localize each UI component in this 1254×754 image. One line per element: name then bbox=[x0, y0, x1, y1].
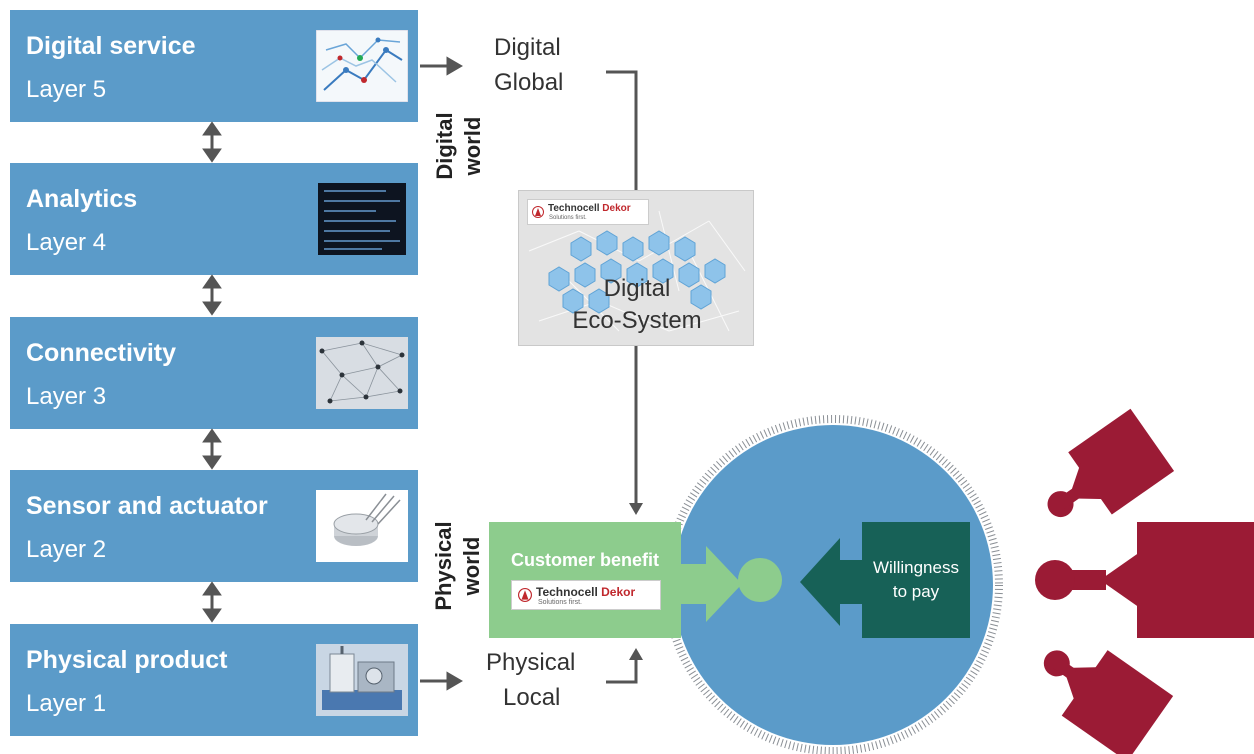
layer-number: Layer 2 bbox=[26, 536, 107, 563]
double-arrow-5-4 bbox=[202, 121, 222, 163]
willingness-label: Willingness to pay bbox=[862, 556, 970, 604]
layer-number: Layer 4 bbox=[26, 229, 107, 256]
layer-5-box: Digital service Layer 5 bbox=[10, 10, 418, 122]
data-code-icon bbox=[318, 183, 406, 255]
layer-number: Layer 5 bbox=[26, 76, 107, 103]
double-arrow-4-3 bbox=[202, 274, 222, 316]
customer-figure-bottom bbox=[1043, 650, 1174, 754]
arrow-physical-local-path bbox=[606, 658, 638, 684]
logo-mark-icon bbox=[532, 206, 544, 218]
machine-icon bbox=[316, 644, 408, 716]
circuit-board-icon bbox=[316, 30, 408, 102]
digital-world-label: Digital world bbox=[432, 112, 485, 180]
global-text: Global bbox=[494, 69, 564, 96]
local-text: Local bbox=[503, 684, 561, 711]
customer-figure-middle bbox=[1035, 522, 1254, 638]
physical-world-label: Physical world bbox=[431, 521, 484, 611]
layer-number: Layer 3 bbox=[26, 383, 107, 410]
technocell-dekor-logo: Technocell Dekor Solutions first. bbox=[527, 199, 649, 225]
arrow-digital-service-out bbox=[420, 56, 463, 76]
layer-title: Physical product bbox=[26, 646, 228, 674]
logo-name-2: Dekor bbox=[601, 585, 636, 599]
logo-name: Technocell Dekor bbox=[536, 585, 635, 599]
arrow-head-to-benefit bbox=[629, 503, 643, 515]
physical-text: Physical bbox=[486, 649, 576, 676]
ecosystem-label: Digital Eco-System bbox=[519, 273, 755, 337]
arrow-physical-product-out bbox=[420, 671, 463, 691]
logo-name-1: Technocell bbox=[548, 203, 600, 214]
willingness-arrow bbox=[800, 538, 864, 626]
customer-benefit-title: Customer benefit bbox=[510, 550, 660, 570]
logo-name-2: Dekor bbox=[602, 203, 631, 214]
layer-1-box: Physical product Layer 1 bbox=[10, 624, 418, 736]
benefit-arrow bbox=[680, 546, 782, 622]
sensor-icon bbox=[316, 490, 408, 562]
layer-link-arrows bbox=[202, 121, 222, 623]
ecosystem-line-1: Digital bbox=[603, 275, 671, 302]
ecosystem-network-icon bbox=[528, 210, 746, 332]
layer-title: Sensor and actuator bbox=[26, 492, 268, 520]
layer-title: Digital service bbox=[26, 32, 196, 60]
logo-name: Technocell Dekor bbox=[548, 203, 631, 214]
digital-text: Digital bbox=[494, 34, 561, 61]
customer-benefit-box: Customer benefit Technocell Dekor Soluti… bbox=[489, 522, 681, 638]
customer-figure-top bbox=[1047, 408, 1175, 518]
willingness-line-1: Willingness bbox=[873, 558, 959, 577]
willingness-to-pay-box: Willingness to pay bbox=[862, 522, 970, 638]
technocell-dekor-logo: Technocell Dekor Solutions first. bbox=[511, 580, 661, 610]
layer-2-box: Sensor and actuator Layer 2 bbox=[10, 470, 418, 582]
layer-title: Analytics bbox=[26, 185, 138, 213]
double-arrow-2-1 bbox=[202, 581, 222, 623]
logo-mark-icon bbox=[518, 588, 532, 602]
layer-3-box: Connectivity Layer 3 bbox=[10, 317, 418, 429]
layer-4-box: Analytics Layer 4 bbox=[10, 163, 418, 275]
logo-tagline: Solutions first. bbox=[549, 215, 587, 221]
arrow-head-up-benefit bbox=[629, 648, 643, 660]
layer-number: Layer 1 bbox=[26, 690, 107, 717]
willingness-line-2: to pay bbox=[892, 582, 940, 601]
logo-name-1: Technocell bbox=[536, 585, 598, 599]
ecosystem-line-2: Eco-System bbox=[572, 307, 702, 334]
digital-ecosystem-box: Technocell Dekor Solutions first. Digita… bbox=[518, 190, 754, 346]
logo-tagline: Solutions first. bbox=[538, 599, 582, 606]
double-arrow-3-2 bbox=[202, 428, 222, 470]
network-mesh-icon bbox=[316, 337, 408, 409]
layer-title: Connectivity bbox=[26, 339, 177, 367]
arrow-digital-global-path bbox=[606, 70, 638, 505]
